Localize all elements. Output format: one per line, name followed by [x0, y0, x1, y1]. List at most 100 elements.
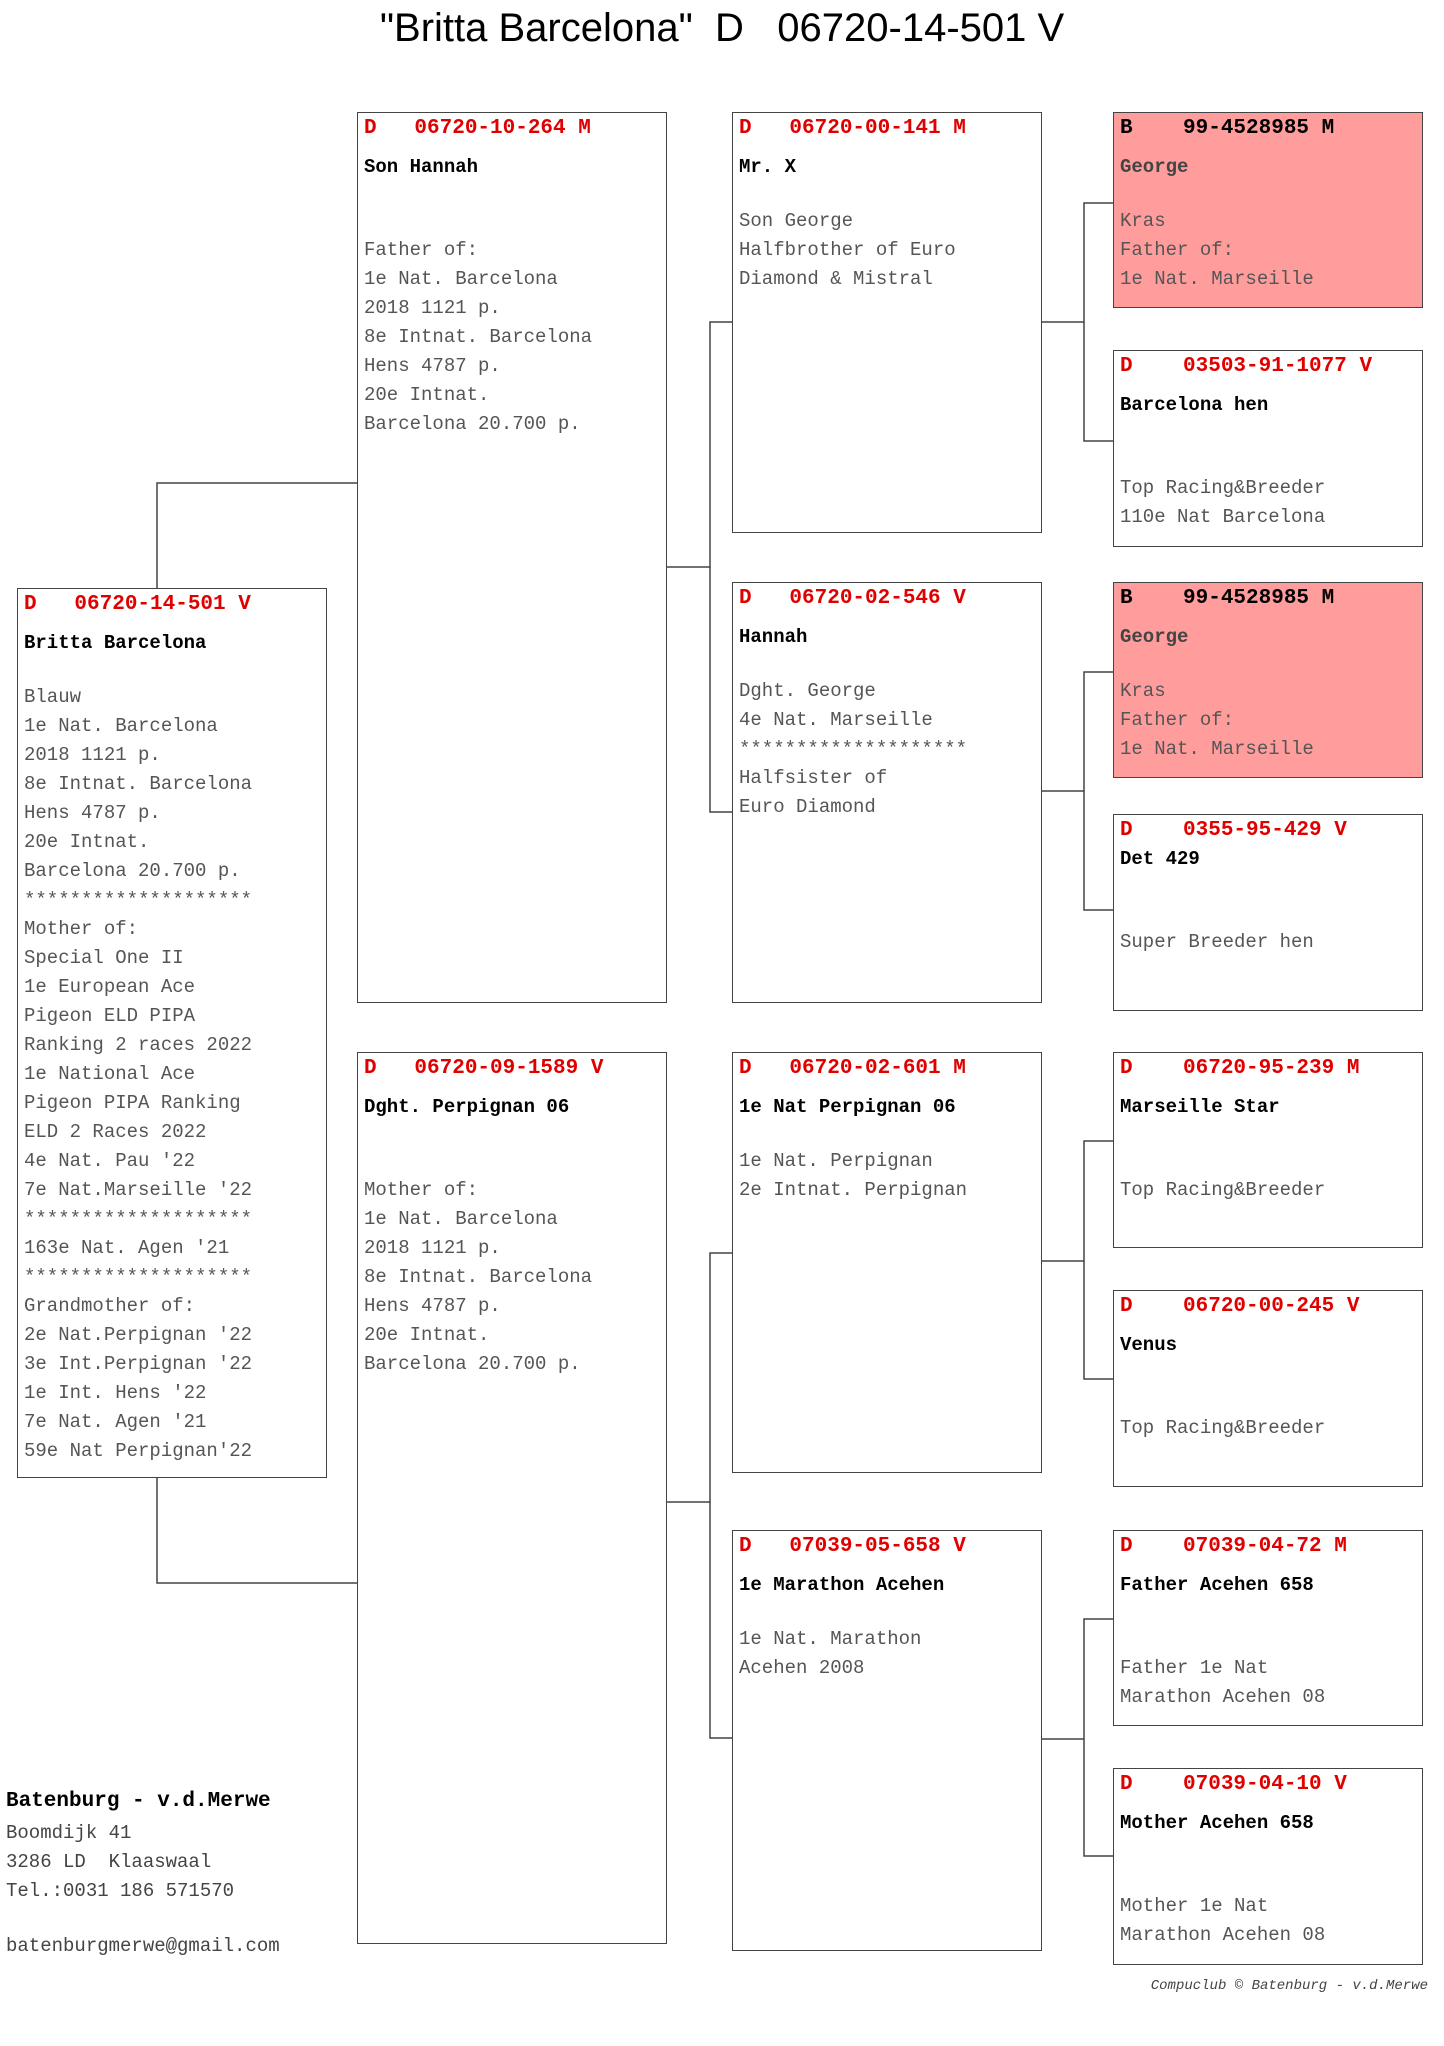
pedigree-box-fm[interactable]: D 06720-02-546 V Hannah Dght. George 4e … [732, 582, 1042, 1003]
desc-line: Halfbrother of Euro [739, 239, 956, 261]
pedigree-box-ff[interactable]: D 06720-00-141 M Mr. X Son George Halfbr… [732, 112, 1042, 533]
desc-line: 163e Nat. Agen '21 [24, 1237, 230, 1259]
desc-line: Top Racing&Breeder [1120, 1417, 1326, 1439]
desc-line: Marathon Acehen 08 [1120, 1924, 1326, 1946]
desc-line: 7e Nat.Marseille '22 [24, 1179, 253, 1201]
pigeon-description: Super Breeder hen [1120, 928, 1416, 957]
desc-line: 2018 1121 p. [364, 297, 501, 319]
ring-number: D 06720-09-1589 V [364, 1057, 604, 1080]
pigeon-name: Mr. X [739, 156, 797, 178]
desc-line: 1e National Ace [24, 1063, 196, 1085]
pedigree-box-mff[interactable]: D 06720-95-239 M Marseille Star Top Raci… [1113, 1052, 1423, 1248]
pedigree-box-fff[interactable]: B 99-4528985 M George Kras Father of: 1e… [1113, 112, 1423, 308]
ring-number: D 0355-95-429 V [1120, 819, 1347, 842]
desc-line: Dght. George [739, 680, 876, 702]
pedigree-box-fmm[interactable]: D 0355-95-429 V Det 429 Super Breeder he… [1113, 814, 1423, 1011]
desc-line: Barcelona 20.700 p. [364, 1353, 581, 1375]
ring-number: D 06720-00-141 M [739, 117, 966, 140]
desc-line: ******************** [24, 1208, 253, 1230]
pedigree-box-mother[interactable]: D 06720-09-1589 V Dght. Perpignan 06 Mot… [357, 1052, 667, 1944]
pigeon-description: Father 1e Nat Marathon Acehen 08 [1120, 1654, 1416, 1712]
pedigree-box-mfm[interactable]: D 06720-00-245 V Venus Top Racing&Breede… [1113, 1290, 1423, 1487]
desc-line: Hens 4787 p. [364, 355, 501, 377]
desc-line: 1e Nat. Barcelona [24, 715, 218, 737]
pedigree-box-mmm[interactable]: D 07039-04-10 V Mother Acehen 658 Mother… [1113, 1768, 1423, 1965]
desc-line: Acehen 2008 [739, 1657, 865, 1679]
desc-line: Special One II [24, 947, 184, 969]
desc-line: Mother 1e Nat [1120, 1895, 1269, 1917]
desc-line: ******************** [24, 889, 253, 911]
desc-line: 1e Nat. Barcelona [364, 268, 558, 290]
desc-line: 20e Intnat. [24, 831, 150, 853]
desc-line: Kras [1120, 210, 1166, 232]
credit-footer: Compuclub © Batenburg - v.d.Merwe [1150, 1978, 1428, 1994]
desc-line: Ranking 2 races 2022 [24, 1034, 253, 1056]
desc-line: ELD 2 Races 2022 [24, 1121, 207, 1143]
ring-number: D 06720-00-245 V [1120, 1295, 1360, 1318]
pigeon-name: Son Hannah [364, 156, 479, 178]
ring-number: D 06720-02-546 V [739, 587, 966, 610]
desc-line: Halfsister of [739, 767, 888, 789]
pigeon-description: 1e Nat. Perpignan 2e Intnat. Perpignan [739, 1147, 1035, 1205]
ring-number: D 06720-14-501 V [24, 593, 251, 616]
owner-info: Batenburg - v.d.Merwe Boomdijk 41 3286 L… [6, 1790, 280, 1961]
pedigree-box-fmf[interactable]: B 99-4528985 M George Kras Father of: 1e… [1113, 582, 1423, 778]
pigeon-description: Son George Halfbrother of Euro Diamond &… [739, 207, 1035, 294]
ring-number: D 03503-91-1077 V [1120, 355, 1373, 378]
desc-line: Top Racing&Breeder [1120, 477, 1326, 499]
desc-line: Kras [1120, 680, 1166, 702]
desc-line: 1e Nat. Perpignan [739, 1150, 933, 1172]
desc-line: ******************** [24, 1266, 253, 1288]
ring-number: D 07039-05-658 V [739, 1535, 966, 1558]
desc-line: Barcelona 20.700 p. [24, 860, 241, 882]
pedigree-box-mm[interactable]: D 07039-05-658 V 1e Marathon Acehen 1e N… [732, 1530, 1042, 1951]
pigeon-name: Det 429 [1120, 848, 1200, 870]
desc-line: 8e Intnat. Barcelona [24, 773, 253, 795]
pedigree-box-father[interactable]: D 06720-10-264 M Son Hannah Father of: 1… [357, 112, 667, 1003]
ring-number: D 07039-04-10 V [1120, 1773, 1347, 1796]
desc-line: 1e Nat. Marseille [1120, 268, 1314, 290]
pigeon-description: Blauw 1e Nat. Barcelona 2018 1121 p. 8e … [24, 683, 320, 1466]
desc-line: 2018 1121 p. [364, 1237, 501, 1259]
page-title: "Britta Barcelona" D 06720-14-501 V [379, 6, 1065, 50]
owner-address-line: Boomdijk 41 [6, 1822, 132, 1844]
owner-phone: Tel.:0031 186 571570 [6, 1880, 235, 1902]
owner-address-line: 3286 LD Klaaswaal [6, 1851, 212, 1873]
desc-line: Mother of: [364, 1179, 479, 1201]
desc-line: 20e Intnat. [364, 384, 490, 406]
pedigree-box-ffm[interactable]: D 03503-91-1077 V Barcelona hen Top Raci… [1113, 350, 1423, 547]
desc-line: 1e Int. Hens '22 [24, 1382, 207, 1404]
desc-line: 7e Nat. Agen '21 [24, 1411, 207, 1433]
pigeon-name: Father Acehen 658 [1120, 1574, 1314, 1596]
desc-line: Father of: [1120, 239, 1235, 261]
desc-line: Top Racing&Breeder [1120, 1179, 1326, 1201]
desc-line: Father 1e Nat [1120, 1657, 1269, 1679]
pigeon-name: 1e Marathon Acehen [739, 1574, 945, 1596]
ring-number: D 07039-04-72 M [1120, 1535, 1347, 1558]
desc-line: 110e Nat Barcelona [1120, 506, 1326, 528]
pigeon-description: Father of: 1e Nat. Barcelona 2018 1121 p… [364, 236, 660, 439]
pigeon-description: Kras Father of: 1e Nat. Marseille [1120, 677, 1416, 764]
pigeon-description: Dght. George 4e Nat. Marseille *********… [739, 677, 1035, 822]
desc-line: 2e Intnat. Perpignan [739, 1179, 968, 1201]
pigeon-name: 1e Nat Perpignan 06 [739, 1096, 956, 1118]
desc-line: 1e European Ace [24, 976, 196, 998]
pedigree-box-mmf[interactable]: D 07039-04-72 M Father Acehen 658 Father… [1113, 1530, 1423, 1726]
desc-line: Father of: [1120, 709, 1235, 731]
pigeon-name: Britta Barcelona [24, 632, 207, 654]
pigeon-description: Mother 1e Nat Marathon Acehen 08 [1120, 1892, 1416, 1950]
pigeon-description: Top Racing&Breeder [1120, 1414, 1416, 1443]
pigeon-name: Venus [1120, 1334, 1178, 1356]
pigeon-description: Top Racing&Breeder [1120, 1176, 1416, 1205]
pedigree-box-mf[interactable]: D 06720-02-601 M 1e Nat Perpignan 06 1e … [732, 1052, 1042, 1473]
pedigree-box-subject[interactable]: D 06720-14-501 V Britta Barcelona Blauw … [17, 588, 327, 1478]
owner-email-link[interactable]: batenburgmerwe@gmail.com [6, 1935, 280, 1957]
pigeon-name: Hannah [739, 626, 808, 648]
desc-line: 8e Intnat. Barcelona [364, 1266, 593, 1288]
pigeon-name: Mother Acehen 658 [1120, 1812, 1314, 1834]
desc-line: Super Breeder hen [1120, 931, 1314, 953]
desc-line: 20e Intnat. [364, 1324, 490, 1346]
desc-line: Barcelona 20.700 p. [364, 413, 581, 435]
owner-name: Batenburg - v.d.Merwe [6, 1790, 271, 1813]
